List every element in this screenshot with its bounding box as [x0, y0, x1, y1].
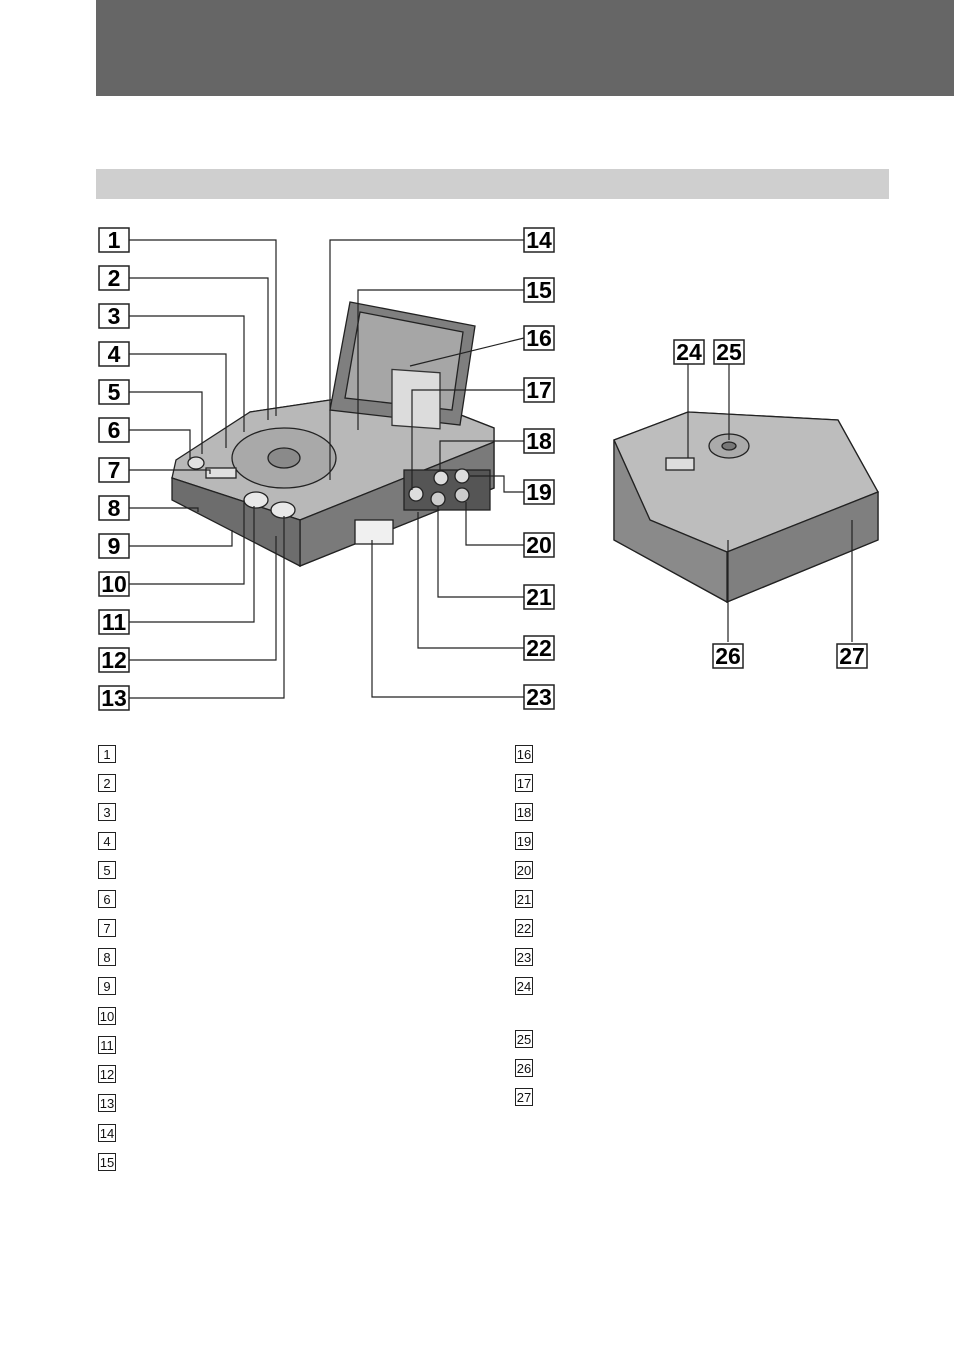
callout-20: 20 — [523, 532, 555, 558]
section-title-bar — [96, 169, 889, 199]
index-item-16: 16 — [515, 745, 533, 763]
callout-25: 25 — [713, 339, 745, 365]
callout-19-label: 19 — [526, 479, 552, 505]
index-item-20: 20 — [515, 861, 533, 879]
index-item-15: 15 — [98, 1153, 116, 1171]
callout-7-label: 7 — [108, 457, 121, 483]
callout-22-label: 22 — [526, 635, 552, 661]
index-item-17: 17 — [515, 774, 533, 792]
index-item-1: 1 — [98, 745, 116, 763]
callout-14-label: 14 — [526, 227, 552, 253]
callout-1: 1 — [98, 227, 130, 253]
callout-9-label: 9 — [108, 533, 121, 559]
callout-9: 9 — [98, 533, 130, 559]
callout-22: 22 — [523, 635, 555, 661]
callout-12: 12 — [98, 647, 130, 673]
callout-11-label: 11 — [102, 609, 127, 635]
callouts-second-view: 24 25 26 27 — [673, 339, 868, 669]
callout-7: 7 — [98, 457, 130, 483]
index-item-6: 6 — [98, 890, 116, 908]
index-item-10: 10 — [98, 1007, 116, 1025]
callout-5-label: 5 — [108, 379, 121, 405]
index-item-24: 24 — [515, 977, 533, 995]
leader-lines — [129, 239, 853, 699]
index-item-22: 22 — [515, 919, 533, 937]
index-item-26: 26 — [515, 1059, 533, 1077]
index-item-21: 21 — [515, 890, 533, 908]
callout-23: 23 — [523, 684, 555, 710]
callout-6: 6 — [98, 417, 130, 443]
index-item-5: 5 — [98, 861, 116, 879]
callout-16-label: 16 — [526, 325, 552, 351]
callout-23-label: 23 — [526, 684, 552, 710]
callout-17-label: 17 — [526, 377, 552, 403]
index-item-23: 23 — [515, 948, 533, 966]
callout-24-label: 24 — [676, 339, 702, 365]
index-item-18: 18 — [515, 803, 533, 821]
callout-4-label: 4 — [108, 341, 121, 367]
callout-3: 3 — [98, 303, 130, 329]
index-item-11: 11 — [98, 1036, 116, 1054]
index-item-13: 13 — [98, 1094, 116, 1112]
callout-6-label: 6 — [108, 417, 121, 443]
index-item-25: 25 — [515, 1030, 533, 1048]
callout-21-label: 21 — [526, 584, 552, 610]
printer-front-view — [170, 301, 495, 568]
callout-27-label: 27 — [839, 643, 865, 669]
callout-8-label: 8 — [108, 495, 121, 521]
callout-13-label: 13 — [101, 685, 127, 711]
callout-2: 2 — [98, 265, 130, 291]
callout-26-label: 26 — [715, 643, 741, 669]
callout-3-label: 3 — [108, 303, 121, 329]
callout-1-label: 1 — [108, 227, 121, 253]
callout-18-label: 18 — [526, 428, 552, 454]
index-item-14: 14 — [98, 1124, 116, 1142]
callout-18: 18 — [523, 428, 555, 454]
callout-16: 16 — [523, 325, 555, 351]
callout-15-label: 15 — [526, 277, 552, 303]
callout-25-label: 25 — [716, 339, 742, 365]
index-item-8: 8 — [98, 948, 116, 966]
callout-12-label: 12 — [101, 647, 127, 673]
callout-11: 11 — [98, 609, 130, 635]
index-item-9: 9 — [98, 977, 116, 995]
parts-diagram: 1 2 3 4 5 6 7 8 9 10 11 12 13 14 15 16 1… — [98, 227, 879, 711]
index-item-2: 2 — [98, 774, 116, 792]
header-band — [96, 0, 954, 96]
index-item-3: 3 — [98, 803, 116, 821]
callouts-right: 14 15 16 17 18 19 20 21 22 23 — [523, 227, 555, 710]
callout-20-label: 20 — [526, 532, 552, 558]
callout-10-label: 10 — [101, 571, 127, 597]
index-item-4: 4 — [98, 832, 116, 850]
callout-15: 15 — [523, 277, 555, 303]
callout-21: 21 — [523, 584, 555, 610]
callout-24: 24 — [673, 339, 705, 365]
callout-8: 8 — [98, 495, 130, 521]
callout-13: 13 — [98, 685, 130, 711]
callout-19: 19 — [523, 479, 555, 505]
index-item-19: 19 — [515, 832, 533, 850]
callouts-left: 1 2 3 4 5 6 7 8 9 10 11 12 13 — [98, 227, 130, 711]
callout-5: 5 — [98, 379, 130, 405]
callout-4: 4 — [98, 341, 130, 367]
printer-rear-view — [613, 411, 879, 604]
callout-14: 14 — [523, 227, 555, 253]
index-item-7: 7 — [98, 919, 116, 937]
callout-2-label: 2 — [108, 265, 121, 291]
callout-10: 10 — [98, 571, 130, 597]
callout-17: 17 — [523, 377, 555, 403]
index-item-12: 12 — [98, 1065, 116, 1083]
callout-26: 26 — [712, 643, 744, 669]
index-item-27: 27 — [515, 1088, 533, 1106]
callout-27: 27 — [836, 643, 868, 669]
